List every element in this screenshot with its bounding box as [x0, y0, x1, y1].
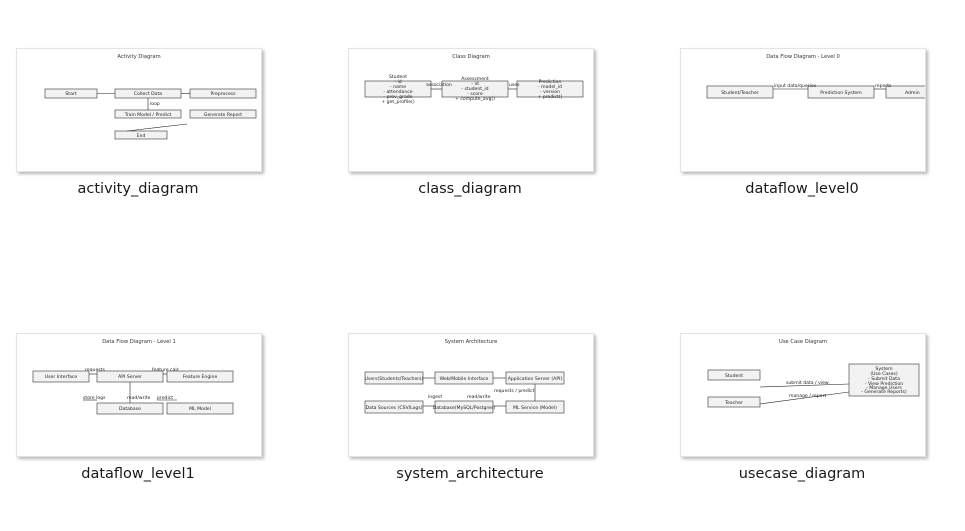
file-name: class_diagram — [418, 181, 522, 197]
edge-label: association — [426, 82, 452, 88]
thumbnail-dataflow-level0: Data Flow Diagram - Level 0 Student/Teac… — [680, 48, 926, 172]
edge-label: submit data / view — [786, 380, 829, 386]
thumbnail-dataflow-level1: Data Flow Diagram - Level 1 User Interfa… — [16, 333, 262, 457]
edge-label: feature calc — [152, 367, 180, 373]
diagram-node: - View Prediction — [865, 381, 903, 387]
diagram-node: ML Service (Model) — [513, 405, 557, 411]
edge-label: store logs — [83, 395, 106, 401]
class-field: Prediction — [539, 79, 562, 85]
edge-label: loop — [150, 101, 160, 107]
diagram-node: Database(MySQL/Postgres) — [433, 405, 496, 411]
diagram-node: End — [137, 133, 146, 139]
diagram-node: Admin — [905, 90, 920, 96]
file-name: usecase_diagram — [738, 466, 866, 482]
class-field: Assessment — [461, 76, 489, 82]
diagram-title: Activity Diagram — [117, 54, 160, 60]
class-field: Student — [389, 74, 407, 80]
class-field: + compute_avg() — [455, 96, 495, 102]
diagram-node: Train Model / Predict — [124, 112, 172, 118]
class-field: - model_id — [538, 84, 562, 90]
diagram-node: - Submit Data — [868, 376, 900, 382]
diagram-node: Student/Teacher — [721, 90, 759, 96]
diagram-node: API Server — [118, 374, 142, 380]
edge-label: read/write — [127, 395, 151, 401]
file-name: activity_diagram — [77, 181, 199, 197]
diagram-title: Data Flow Diagram - Level 0 — [766, 54, 840, 60]
file-name: dataflow_level1 — [81, 466, 195, 482]
class-field: - id — [394, 79, 401, 85]
diagram-node: (Use Cases) — [870, 371, 897, 377]
diagram-node: ML Model — [189, 406, 211, 412]
diagram-node: Preprocess — [211, 91, 237, 97]
file-name: dataflow_level0 — [745, 181, 859, 197]
diagram-title: Use Case Diagram — [779, 339, 827, 345]
diagram-node: Generate Report — [204, 112, 242, 118]
diagram-node: User Interface — [45, 374, 78, 380]
edge-label: predict — [157, 395, 173, 401]
thumbnail-activity-diagram: Activity Diagram Start Collect Data Prep… — [16, 48, 262, 172]
class-field: - score — [467, 91, 483, 97]
diagram-node: Feature Engine — [183, 374, 218, 380]
thumbnail-system-architecture: System Architecture Users(Students/Teach… — [348, 333, 594, 457]
edge-label: requests / predict — [494, 388, 535, 394]
diagram-title: System Architecture — [445, 339, 498, 345]
class-field: - attendance — [383, 89, 412, 95]
edge-label: ingest — [428, 394, 442, 400]
diagram-title: Data Flow Diagram - Level 1 — [102, 339, 176, 345]
thumbnail-usecase-diagram: Use Case Diagram Student Teacher System … — [680, 333, 926, 457]
thumbnail-class-diagram: Class Diagram Student - id - name - atte… — [348, 48, 594, 172]
diagram-node: System — [875, 366, 893, 372]
diagram-node: Prediction System — [820, 90, 862, 96]
diagram-node: Student — [725, 373, 743, 379]
class-field: + get_profile() — [381, 99, 414, 105]
class-field: - student_id — [461, 86, 488, 92]
diagram-node: Database — [119, 406, 141, 412]
class-field: - version — [540, 89, 560, 95]
diagram-node: - Generate Reports) — [861, 389, 907, 395]
diagram-node: Collect Data — [134, 91, 162, 97]
diagram-node: Application Server (API) — [508, 376, 563, 382]
diagram-node: Web/Mobile Interface — [440, 376, 489, 382]
diagram-node: Teacher — [724, 400, 743, 406]
diagram-node: Start — [65, 91, 76, 97]
edge-label: read/write — [467, 394, 491, 400]
edge-label: reports — [875, 83, 892, 89]
edge-label: uses — [509, 83, 520, 88]
edge-label: input data/queries — [774, 83, 817, 89]
diagram-node: Data Sources (CSV/Logs) — [365, 405, 422, 411]
class-field: - name — [390, 85, 406, 90]
class-field: + predict() — [538, 94, 563, 100]
diagram-node: - Manage Users — [866, 385, 902, 391]
edge-label: requests — [85, 367, 105, 373]
diagram-title: Class Diagram — [452, 54, 490, 60]
file-name: system_architecture — [396, 466, 544, 482]
diagram-node: Users(Students/Teachers) — [365, 376, 424, 382]
class-field: - id — [471, 81, 478, 87]
edge-label: manage / report — [789, 393, 826, 399]
class-field: - prev_grade — [383, 94, 412, 100]
